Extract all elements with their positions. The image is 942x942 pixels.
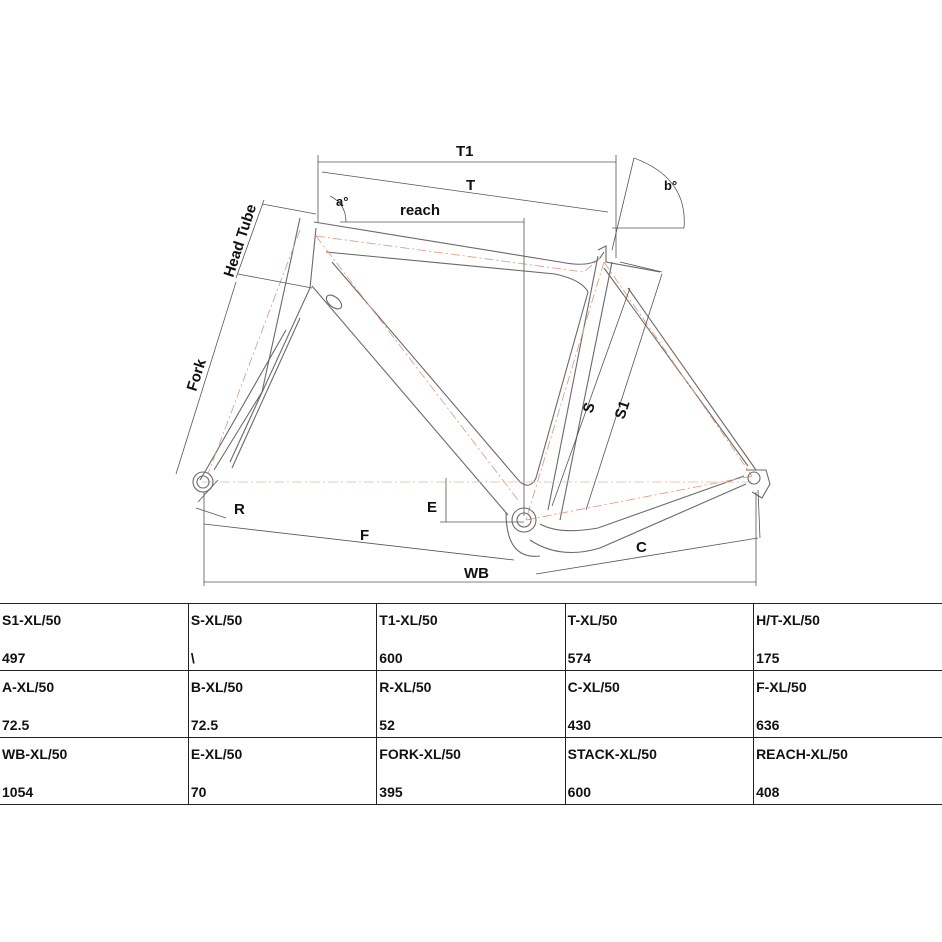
cell-value: 175 — [756, 650, 780, 666]
table-cell: R-XL/50 52 — [376, 670, 566, 738]
label-f: F — [360, 527, 369, 544]
table-cell: E-XL/50 70 — [187, 737, 378, 805]
table-row: WB-XL/50 1054 E-XL/50 70 FORK-XL/50 395 STA… — [0, 737, 942, 805]
table-row: S1-XL/50 497 S-XL/50 \ T1-XL/50 600 T-XL/50… — [0, 603, 942, 671]
bike-frame-geometry-diagram: T1 T reach a° b° Head Tube Fork S S1 E R… — [175, 143, 771, 586]
label-t1: T1 — [456, 143, 474, 160]
label-c: C — [636, 539, 647, 556]
cell-value: 72.5 — [2, 717, 30, 733]
front-axle-icon — [192, 471, 214, 493]
cell-value: 72.5 — [190, 717, 219, 733]
cell-label: C-XL/50 — [567, 679, 620, 695]
cell-value: 600 — [567, 784, 592, 800]
frame-centerlines — [202, 229, 753, 521]
cell-value: 395 — [379, 784, 403, 800]
table-cell: T1-XL/50 600 — [376, 603, 566, 671]
cell-label: T-XL/50 — [567, 612, 618, 628]
cell-value: \ — [190, 650, 195, 666]
table-cell: REACH-XL/50 408 — [753, 737, 942, 805]
cell-label: H/T-XL/50 — [756, 612, 820, 628]
label-wb: WB — [464, 565, 489, 582]
cell-label: F-XL/50 — [756, 679, 807, 695]
cell-value: 70 — [190, 784, 207, 800]
label-b-angle: b° — [664, 178, 677, 193]
cell-label: REACH-XL/50 — [756, 746, 848, 762]
table-cell: T-XL/50 574 — [564, 603, 755, 671]
table-cell: C-XL/50 430 — [564, 670, 755, 738]
axles — [192, 469, 771, 533]
cell-label: E-XL/50 — [190, 746, 243, 762]
label-s: S — [580, 400, 599, 415]
label-fork: Fork — [184, 356, 210, 393]
label-s1: S1 — [612, 399, 634, 422]
cell-label: T1-XL/50 — [379, 612, 438, 628]
cell-label: B-XL/50 — [190, 679, 244, 695]
label-r: R — [234, 501, 245, 518]
frame-outline — [199, 217, 757, 557]
table-cell: S-XL/50 \ — [187, 603, 378, 671]
cell-value: 52 — [379, 717, 395, 733]
label-t: T — [466, 177, 475, 194]
table-cell: WB-XL/50 1054 — [0, 737, 189, 805]
cell-label: R-XL/50 — [379, 679, 432, 695]
cell-label: S1-XL/50 — [2, 612, 62, 628]
cell-label: FORK-XL/50 — [379, 746, 461, 762]
cell-label: WB-XL/50 — [2, 746, 68, 762]
rear-axle-icon — [747, 471, 761, 485]
label-reach: reach — [400, 202, 440, 219]
cell-value: 574 — [567, 650, 592, 666]
table-cell: A-XL/50 72.5 — [0, 670, 189, 738]
cell-value: 600 — [379, 650, 403, 666]
label-head-tube: Head Tube — [221, 202, 261, 279]
label-e: E — [427, 499, 437, 516]
table-cell: F-XL/50 636 — [753, 670, 942, 738]
cell-value: 408 — [756, 784, 780, 800]
table-cell: FORK-XL/50 395 — [376, 737, 566, 805]
cell-value: 497 — [2, 650, 26, 666]
cell-label: STACK-XL/50 — [567, 746, 657, 762]
label-a-angle: a° — [336, 194, 348, 209]
geometry-table: S1-XL/50 497 S-XL/50 \ T1-XL/50 600 T-XL/50… — [0, 603, 942, 805]
table-cell: H/T-XL/50 175 — [753, 603, 942, 671]
table-cell: S1-XL/50 497 — [0, 603, 189, 671]
cell-label: S-XL/50 — [190, 612, 243, 628]
table-row: A-XL/50 72.5 B-XL/50 72.5 R-XL/50 52 C-XL/5… — [0, 670, 942, 738]
cell-value: 636 — [756, 717, 780, 733]
dimension-lines — [175, 155, 761, 586]
cell-value: 1054 — [2, 784, 34, 800]
table-cell: STACK-XL/50 600 — [564, 737, 755, 805]
cell-label: A-XL/50 — [2, 679, 55, 695]
table-cell: B-XL/50 72.5 — [187, 670, 378, 738]
cell-value: 430 — [567, 717, 592, 733]
